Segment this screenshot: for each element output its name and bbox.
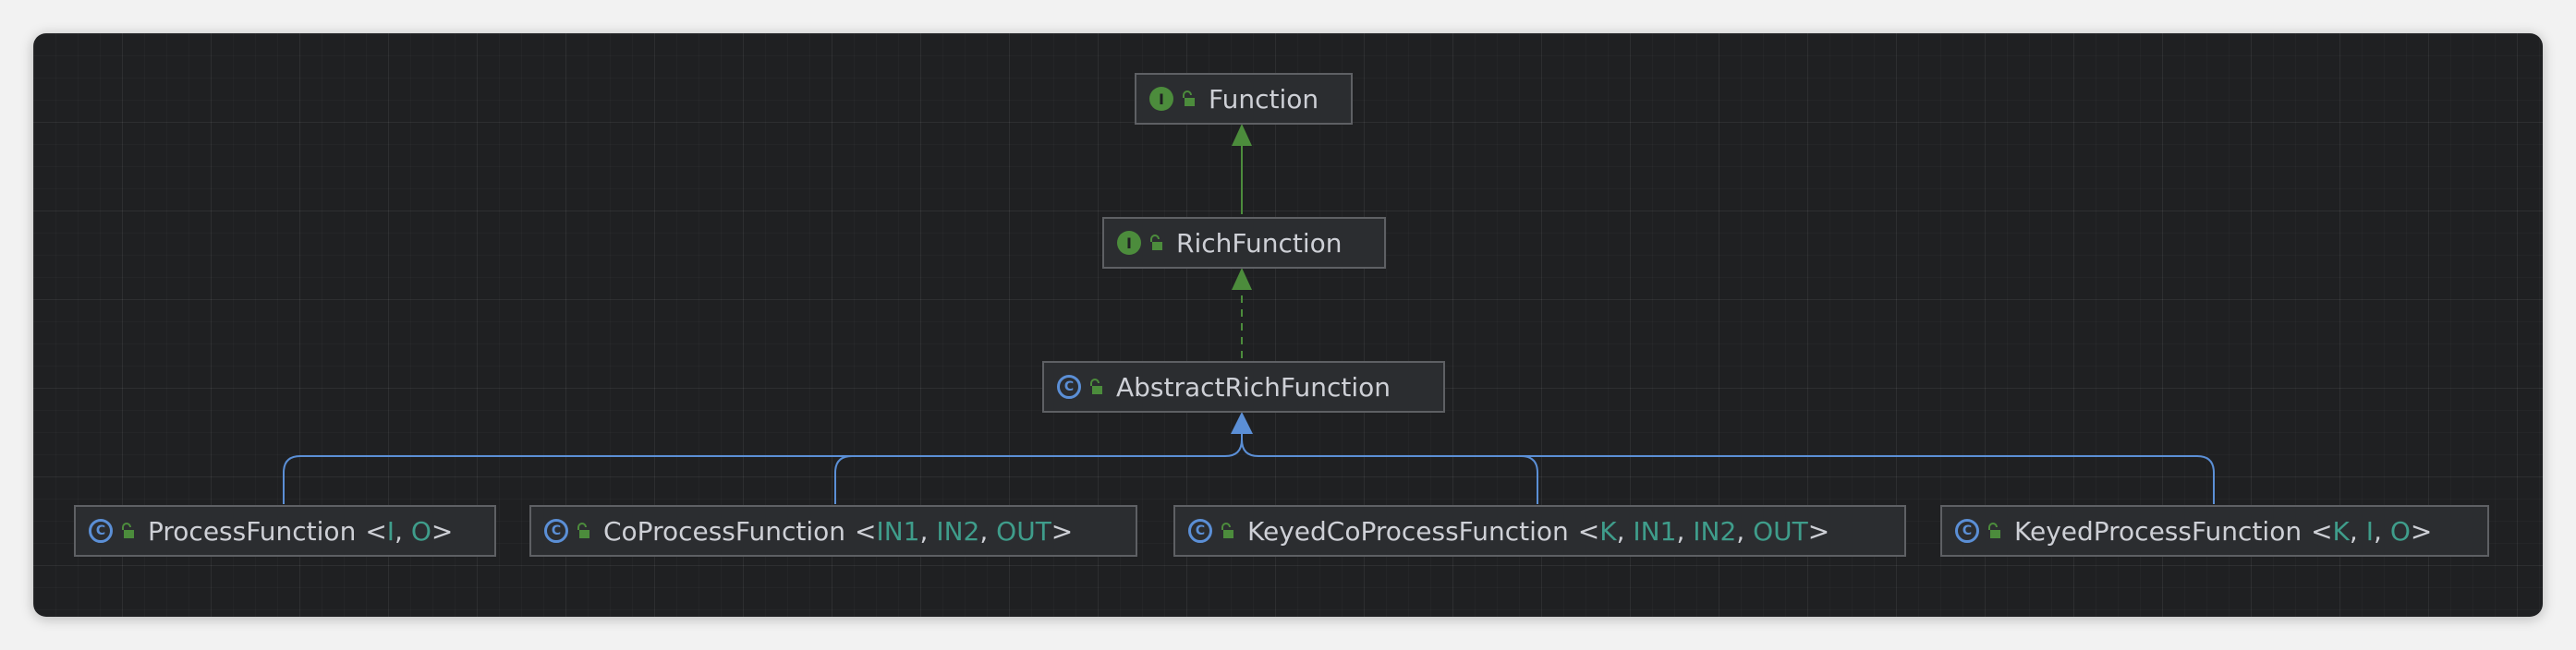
arrowhead-function: [1232, 124, 1252, 146]
edge-processfunction: [283, 430, 1243, 504]
abstract-class-icon: C: [1955, 519, 1979, 543]
type-parameters: <K, I, O>: [2311, 515, 2433, 547]
node-richfunction[interactable]: I RichFunction: [1102, 217, 1386, 269]
node-keyedcoprocessfunction[interactable]: C KeyedCoProcessFunction <K, IN1, IN2, O…: [1173, 505, 1906, 557]
public-lock-icon: [1090, 379, 1102, 394]
type-param: I: [2365, 515, 2374, 547]
node-richfunction-name: RichFunction: [1176, 227, 1343, 259]
edge-keyedprocessfunction: [1521, 455, 2215, 504]
arrowhead-abstractrichfunction: [1231, 412, 1253, 434]
type-param: K: [2332, 515, 2350, 547]
interface-icon: I: [1117, 231, 1141, 255]
public-lock-icon: [577, 523, 589, 538]
public-lock-icon: [1988, 523, 2000, 538]
type-param: O: [410, 515, 431, 547]
interface-icon: I: [1149, 87, 1173, 111]
node-function[interactable]: I Function: [1135, 73, 1353, 125]
public-lock-icon: [122, 523, 134, 538]
abstract-class-icon: C: [89, 519, 113, 543]
public-lock-icon: [1221, 523, 1233, 538]
node-processfunction-name: ProcessFunction: [148, 515, 357, 547]
public-lock-icon: [1150, 235, 1162, 250]
abstract-class-icon: C: [544, 519, 568, 543]
edge-keyedcoprocessfunction: [1241, 439, 1538, 504]
type-parameters: <I, O>: [365, 515, 454, 547]
arrowhead-richfunction: [1232, 268, 1252, 290]
node-keyedprocessfunction-name: KeyedProcessFunction: [2014, 515, 2303, 547]
type-param: IN2: [1693, 515, 1737, 547]
type-param: K: [1599, 515, 1617, 547]
type-param: IN1: [1633, 515, 1677, 547]
type-param: O: [2389, 515, 2411, 547]
type-param: OUT: [996, 515, 1051, 547]
type-parameters: <K, IN1, IN2, OUT>: [1577, 515, 1830, 547]
abstract-class-icon: C: [1188, 519, 1212, 543]
type-param: OUT: [1753, 515, 1808, 547]
edge-coprocessfunction: [834, 455, 1225, 504]
node-keyedcoprocessfunction-name: KeyedCoProcessFunction: [1247, 515, 1569, 547]
public-lock-icon: [1183, 90, 1195, 106]
type-param: I: [386, 515, 395, 547]
type-param: IN1: [876, 515, 920, 547]
type-parameters: <IN1, IN2, OUT>: [855, 515, 1074, 547]
node-coprocessfunction[interactable]: C CoProcessFunction <IN1, IN2, OUT>: [529, 505, 1137, 557]
node-abstractrichfunction[interactable]: C AbstractRichFunction: [1042, 361, 1445, 413]
type-param: IN2: [936, 515, 980, 547]
node-keyedprocessfunction[interactable]: C KeyedProcessFunction <K, I, O>: [1940, 505, 2489, 557]
node-processfunction[interactable]: C ProcessFunction <I, O>: [74, 505, 496, 557]
abstract-class-icon: C: [1057, 375, 1081, 399]
node-abstractrichfunction-name: AbstractRichFunction: [1116, 371, 1391, 403]
node-function-name: Function: [1209, 83, 1319, 114]
node-coprocessfunction-name: CoProcessFunction: [603, 515, 845, 547]
